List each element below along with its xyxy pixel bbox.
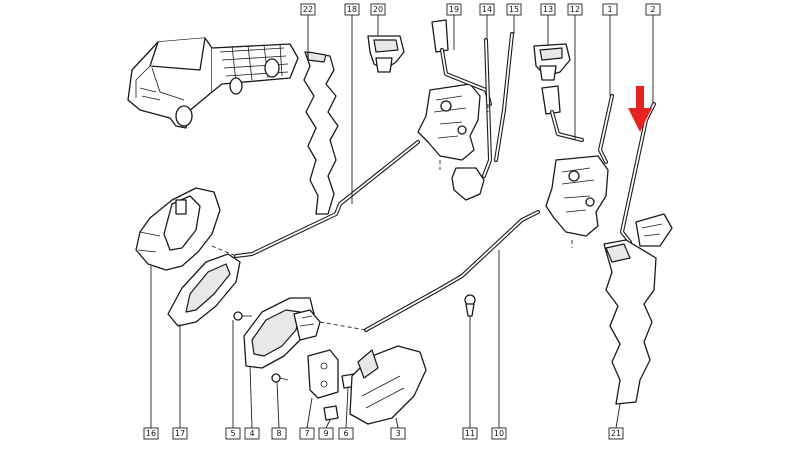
part-9-clip — [323, 405, 339, 421]
callout-7: 7 — [299, 427, 315, 440]
part-8-bolt — [271, 373, 289, 383]
callout-7-label: 7 — [304, 429, 309, 438]
callout-17-label: 17 — [175, 429, 185, 438]
callout-4: 4 — [244, 427, 260, 440]
callout-17: 17 — [172, 427, 188, 440]
callout-13: 13 — [540, 3, 556, 16]
dashed-connection-lines — [211, 104, 573, 331]
part-18-rod — [234, 140, 420, 258]
callout-18: 18 — [344, 3, 360, 16]
part-14-rod — [482, 38, 492, 178]
callout-21: 21 — [608, 427, 624, 440]
callout-10-label: 10 — [494, 429, 504, 438]
callout-5: 5 — [225, 427, 241, 440]
vehicle-thumbnail — [127, 37, 299, 129]
callout-1-label: 1 — [607, 5, 612, 14]
callout-21-label: 21 — [611, 429, 621, 438]
callout-9-label: 9 — [323, 429, 328, 438]
callout-2: 2 — [645, 3, 661, 16]
callout-20-label: 20 — [373, 5, 383, 14]
callout-14-label: 14 — [482, 5, 492, 14]
callout-22-label: 22 — [303, 5, 313, 14]
part-13-grommet — [533, 43, 571, 81]
callout-10: 10 — [491, 427, 507, 440]
part-17-handle-trim — [167, 253, 241, 327]
part-11-push-clip — [464, 294, 476, 317]
front-lock-mechanism — [417, 83, 485, 201]
callout-19-label: 19 — [449, 5, 459, 14]
rear-lock-mechanism — [545, 155, 673, 247]
callout-14: 14 — [479, 3, 495, 16]
part-21-seal-strip — [603, 239, 657, 405]
callout-20: 20 — [370, 3, 386, 16]
callout-11: 11 — [462, 427, 478, 440]
callout-4-label: 4 — [249, 429, 254, 438]
callout-9: 9 — [318, 427, 334, 440]
callout-12-label: 12 — [570, 5, 580, 14]
part-7-latch-plate — [307, 349, 339, 399]
leader-lines — [150, 15, 654, 429]
callout-8: 8 — [271, 427, 287, 440]
callout-3-label: 3 — [395, 429, 400, 438]
callout-16: 16 — [143, 427, 159, 440]
callout-15-label: 15 — [509, 5, 519, 14]
callout-15: 15 — [506, 3, 522, 16]
callout-8-label: 8 — [276, 429, 281, 438]
callout-5-label: 5 — [230, 429, 235, 438]
part-22-seal-strip — [303, 51, 339, 215]
callout-18-label: 18 — [347, 5, 357, 14]
callout-16-label: 16 — [146, 429, 156, 438]
part-4-outer-handle — [243, 297, 321, 369]
callout-12: 12 — [567, 3, 583, 16]
part-10-rod — [364, 210, 540, 332]
callout-6-label: 6 — [343, 429, 348, 438]
callout-11-label: 11 — [465, 429, 475, 438]
callout-3: 3 — [390, 427, 406, 440]
part-15-rod — [494, 32, 514, 162]
part-12-rod — [541, 85, 584, 142]
callout-6: 6 — [338, 427, 354, 440]
part-1-rod — [598, 94, 614, 164]
part-20-grommet — [367, 35, 405, 73]
callout-2-label: 2 — [650, 5, 655, 14]
callout-19: 19 — [446, 3, 462, 16]
red-indicator-arrow — [628, 86, 652, 132]
part-16-handle-housing — [135, 187, 221, 271]
part-5-screw — [233, 311, 252, 321]
callout-13-label: 13 — [543, 5, 553, 14]
part-3-handle-cover — [349, 345, 427, 425]
callout-22: 22 — [300, 3, 316, 16]
callout-1: 1 — [602, 3, 618, 16]
